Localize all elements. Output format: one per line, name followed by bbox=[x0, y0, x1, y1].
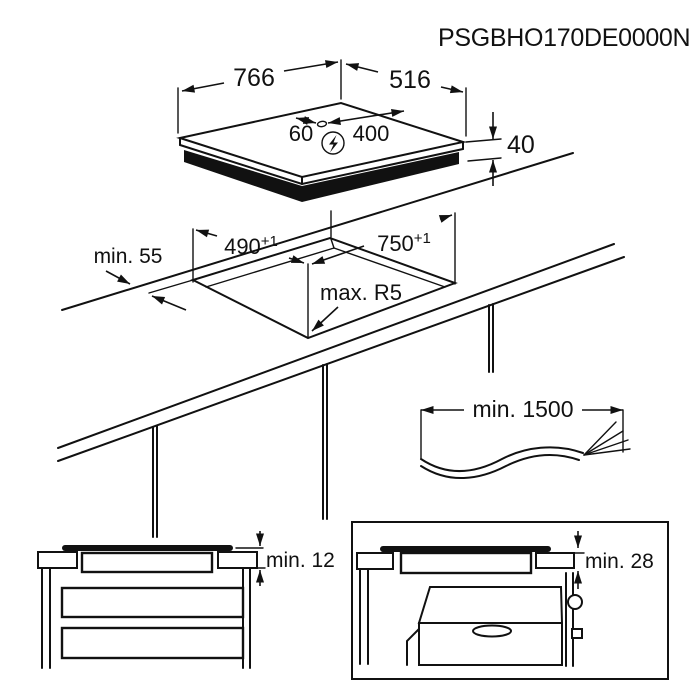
dim-max-r5-label: max. R5 bbox=[320, 280, 402, 305]
hob-base-band bbox=[184, 150, 459, 202]
dim-490: 490+1 bbox=[195, 229, 305, 264]
cable-length-label: min. 1500 bbox=[472, 396, 573, 422]
dim-490-label: 490+1 bbox=[224, 233, 278, 259]
worktop-left-section bbox=[356, 552, 394, 570]
dim-400-label: 400 bbox=[353, 121, 390, 146]
power-connection-icon bbox=[321, 131, 345, 155]
hob-glass-section bbox=[62, 545, 233, 551]
dim-750: 750+1 bbox=[311, 214, 453, 265]
dim-min55-label: min. 55 bbox=[94, 245, 163, 268]
cable-curve bbox=[420, 446, 584, 472]
dim-min55: min. 55 bbox=[94, 245, 194, 311]
dim-750-label: 750+1 bbox=[377, 230, 431, 256]
dim-766-label: 766 bbox=[233, 64, 275, 92]
cable-wire-ends bbox=[583, 421, 631, 456]
cabinet-side-panels bbox=[359, 568, 574, 667]
dim-40: 40 bbox=[465, 112, 535, 186]
mains-cable-view: min. 1500 bbox=[420, 396, 631, 479]
cable-curve-2 bbox=[420, 454, 580, 479]
dim-min28: min. 28 bbox=[570, 531, 654, 589]
oven-handle bbox=[472, 624, 512, 638]
dim-766: 766 bbox=[177, 59, 342, 134]
hob-glass-section bbox=[380, 546, 551, 552]
hob-top-isometric-view: 766 516 60 400 40 bbox=[176, 59, 535, 202]
drawer-front-lower bbox=[60, 626, 245, 660]
worktop-front-edge-top bbox=[57, 243, 615, 449]
install-over-drawer-view: min. 12 bbox=[37, 531, 335, 669]
dim-min28-label: min. 28 bbox=[585, 550, 654, 573]
drawer-front-upper bbox=[60, 586, 245, 619]
dim-40-label: 40 bbox=[507, 131, 535, 159]
worktop-back-edge bbox=[61, 152, 574, 311]
dim-min12-label: min. 12 bbox=[266, 549, 335, 572]
dim-516-label: 516 bbox=[389, 66, 431, 94]
oven-switch bbox=[571, 628, 583, 639]
worktop-right-section bbox=[535, 552, 575, 569]
dim-max-r5: max. R5 bbox=[311, 280, 402, 332]
oven-front-face bbox=[418, 622, 563, 666]
dim-min12: min. 12 bbox=[235, 531, 335, 586]
dim-516: 516 bbox=[345, 63, 467, 137]
oven-left-flap bbox=[406, 628, 420, 666]
worktop-right-section bbox=[217, 551, 258, 569]
install-over-oven-view: min. 28 bbox=[351, 521, 669, 680]
hob-body-section bbox=[80, 551, 214, 574]
built-under-oven bbox=[406, 586, 583, 666]
cabinet-panels bbox=[152, 303, 494, 538]
oven-view-frame bbox=[351, 521, 669, 680]
document-title: PSGBHO170DE0000N bbox=[438, 24, 690, 52]
oven-knob bbox=[567, 594, 583, 610]
oven-top-face bbox=[417, 586, 564, 624]
worktop-left-section bbox=[37, 551, 78, 569]
dim-connection-position: 60 400 bbox=[289, 108, 405, 146]
hob-body-section bbox=[399, 551, 533, 575]
dim-60-label: 60 bbox=[289, 121, 313, 146]
worktop-cutout-view: 490+1 750+1 min. 55 max. R5 bbox=[57, 152, 625, 538]
connection-point bbox=[316, 120, 328, 128]
